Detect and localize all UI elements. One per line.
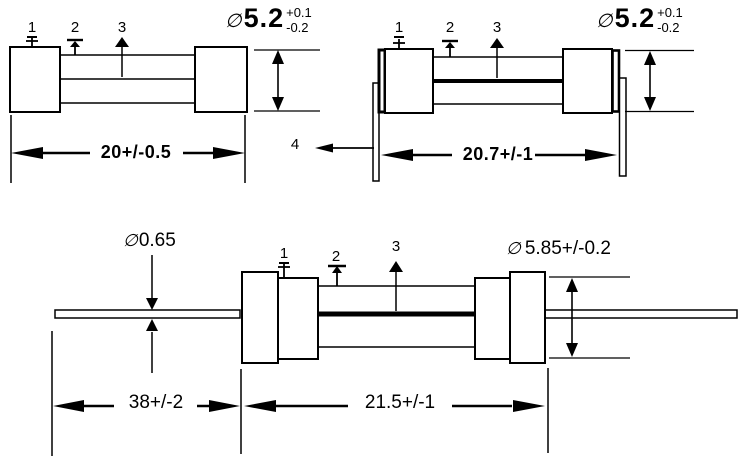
part-label-1: 1 — [393, 19, 405, 38]
part-label-4: 4 — [290, 136, 300, 153]
diameter-dimension-text: ∅ 5.2 +0.1 -0.2 — [596, 4, 683, 35]
tolerance-minus: -0.2 — [286, 20, 309, 35]
body-length-dimension-text: 21.5+/-1 — [364, 392, 436, 413]
fuse-top-right — [315, 38, 694, 182]
label2-arrowhead — [332, 266, 342, 273]
tolerance-minus: -0.2 — [657, 20, 680, 35]
diameter-tolerance: +0.1 -0.2 — [286, 5, 312, 35]
axial-lead-left — [54, 309, 241, 319]
lead-left — [372, 82, 380, 182]
lead-dia-arrowhead-up-icon — [146, 319, 158, 331]
label3-arrowhead-icon — [115, 37, 129, 47]
diameter-symbol: ∅ — [506, 239, 521, 258]
label2-arrowhead — [70, 41, 80, 47]
diameter-value: 5.2 — [614, 3, 656, 33]
part-label-2: 2 — [445, 19, 455, 36]
label2-arrowhead — [445, 42, 455, 48]
end-cap-outer-right — [509, 271, 546, 364]
dia-arrowhead-down-icon — [272, 97, 284, 111]
body-diameter-text: ∅ 5.85+/-0.2 — [506, 238, 611, 260]
part-label-3: 3 — [492, 19, 502, 36]
end-cap-inner-right — [474, 277, 511, 360]
part-label-2: 2 — [70, 19, 80, 36]
body-dia-arrowhead-down-icon — [566, 343, 578, 357]
len-arrowhead-right-icon — [585, 149, 617, 161]
label3-arrowhead-icon — [490, 38, 504, 48]
lead-dia-arrowhead-down-icon — [146, 298, 158, 310]
end-cap-left — [9, 46, 61, 113]
end-cap-right — [562, 48, 613, 114]
fuse-bottom-axial — [51, 255, 738, 456]
part-label-1: 1 — [26, 19, 38, 38]
lead-diameter-value: 0.65 — [138, 230, 176, 251]
end-cap-left — [384, 48, 434, 114]
length-dimension-text: 20.7+/-1 — [462, 144, 534, 164]
len-arrowhead-right-icon — [213, 147, 245, 159]
dia-arrowhead-up-icon — [644, 51, 656, 65]
axial-lead-right — [544, 309, 738, 319]
fuse-top-left — [9, 37, 320, 183]
label3-arrowhead-icon — [389, 261, 403, 272]
lead-right — [618, 77, 627, 177]
len-arrowhead-left-icon — [11, 147, 43, 159]
body-dia-arrowhead-up-icon — [566, 278, 578, 292]
diameter-symbol: ∅ — [225, 11, 242, 32]
len38-arrowhead-left-icon — [53, 400, 84, 412]
part-label-3: 3 — [117, 19, 127, 36]
lead-clamp-right — [611, 49, 621, 113]
len215-arrowhead-right-icon — [513, 400, 545, 412]
end-cap-right — [194, 46, 248, 113]
len38-arrowhead-right-icon — [209, 400, 240, 412]
part-label-2: 2 — [331, 248, 341, 265]
len215-arrowhead-left-icon — [244, 400, 276, 412]
diameter-symbol: ∅ — [123, 231, 138, 250]
dia-arrowhead-down-icon — [644, 97, 656, 111]
len-arrowhead-left-icon — [381, 149, 413, 161]
lead-span-dimension-text: 38+/-2 — [128, 392, 184, 413]
lead-diameter-text: ∅ 0.65 — [123, 230, 176, 252]
diameter-value: 5.2 — [243, 3, 285, 33]
diameter-symbol: ∅ — [596, 11, 613, 32]
tolerance-plus: +0.1 — [657, 5, 683, 20]
diameter-tolerance: +0.1 -0.2 — [657, 5, 683, 35]
part-label-3: 3 — [391, 238, 401, 255]
length-dimension-text: 20+/-0.5 — [100, 142, 172, 162]
tolerance-plus: +0.1 — [286, 5, 312, 20]
label4-arrowhead-icon — [315, 143, 333, 153]
end-cap-inner-left — [277, 277, 319, 360]
dia-arrowhead-up-icon — [272, 50, 284, 64]
part-label-1: 1 — [278, 245, 290, 264]
end-cap-outer-left — [241, 271, 279, 364]
diameter-dimension-text: ∅ 5.2 +0.1 -0.2 — [225, 4, 312, 35]
body-diameter-value: 5.85+/-0.2 — [524, 238, 611, 259]
